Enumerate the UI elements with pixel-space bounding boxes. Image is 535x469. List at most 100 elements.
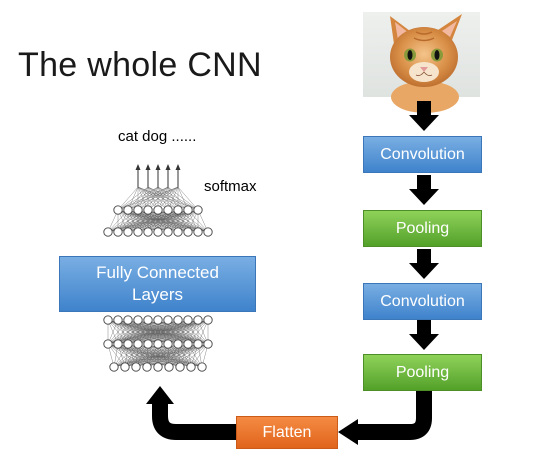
- fc-connection: [107, 319, 179, 345]
- fc-connection: [107, 343, 148, 368]
- fc-connection: [147, 186, 199, 211]
- fc-connection: [107, 319, 209, 345]
- fc-connection: [137, 319, 199, 345]
- fc-connection: [117, 319, 129, 345]
- fc-connection: [127, 186, 169, 211]
- fc-connection: [124, 343, 149, 368]
- fc-connection: [107, 319, 129, 345]
- fc-connection: [167, 343, 181, 368]
- neuron-node: [131, 362, 141, 372]
- neuron-node: [103, 227, 113, 237]
- fc-connection: [117, 319, 129, 345]
- fc-connection: [137, 186, 149, 211]
- fc-connection: [167, 186, 189, 211]
- fc-connection: [157, 343, 169, 368]
- fc-connection: [177, 319, 189, 345]
- fc-connection: [157, 186, 179, 211]
- fc-connection: [157, 209, 199, 233]
- fc-connection: [146, 343, 169, 368]
- fc-connection: [177, 319, 209, 345]
- fc-connection: [127, 186, 139, 211]
- fc-connection: [177, 186, 189, 211]
- fc-connection: [137, 343, 203, 368]
- fc-connection: [107, 319, 189, 345]
- fc-connection: [157, 209, 209, 233]
- fc-connection: [179, 343, 209, 368]
- fc-connection: [137, 319, 159, 345]
- stage-label: Pooling: [395, 219, 450, 237]
- fc-connection: [127, 209, 169, 233]
- fc-connection: [107, 343, 159, 368]
- fc-connection: [117, 209, 199, 233]
- fc-connection: [117, 209, 149, 233]
- fc-connection: [147, 186, 169, 211]
- fc-connection: [107, 319, 139, 345]
- fc-connection: [137, 343, 181, 368]
- fc-connection: [147, 209, 159, 233]
- output-classes-label: cat dog ......: [118, 128, 197, 145]
- neuron-node: [186, 362, 196, 372]
- fc-connection: [137, 343, 192, 368]
- fc-connection: [107, 319, 119, 345]
- fc-connection: [137, 209, 169, 233]
- neuron-node: [143, 315, 153, 325]
- fc-connection: [137, 319, 159, 345]
- fc-connection: [147, 186, 159, 211]
- fc-connection: [117, 186, 169, 211]
- neuron-node: [103, 339, 113, 349]
- fc-connection: [107, 209, 129, 233]
- stage-label: Pooling: [395, 363, 450, 381]
- neuron-node: [123, 227, 133, 237]
- fc-connection: [147, 343, 181, 368]
- softmax-label: softmax: [204, 178, 257, 195]
- fc-connection: [107, 319, 179, 345]
- fc-connection: [137, 186, 159, 211]
- fc-connection: [146, 343, 189, 368]
- fc-connection: [137, 209, 179, 233]
- fc-connection: [157, 343, 203, 368]
- neuron-node: [173, 227, 183, 237]
- fc-connection: [146, 343, 199, 368]
- fc-connection: [127, 319, 169, 345]
- fc-connection: [117, 343, 126, 368]
- neuron-node: [123, 205, 133, 215]
- fc-connection: [137, 209, 189, 233]
- output-arrow-icon: [155, 164, 161, 170]
- fc-connection: [107, 343, 126, 368]
- fc-connection: [135, 343, 179, 368]
- fc-connection: [107, 209, 179, 233]
- neuron-node: [133, 315, 143, 325]
- fc-connection: [127, 209, 189, 233]
- fc-connection: [157, 186, 189, 211]
- fc-connection: [137, 186, 189, 211]
- fc-connection: [187, 343, 203, 368]
- fc-connection: [168, 343, 209, 368]
- fc-connection: [177, 319, 209, 345]
- fc-connection: [167, 343, 170, 368]
- fc-connection: [147, 343, 203, 368]
- fc-connection: [157, 319, 199, 345]
- fc-connection: [147, 186, 169, 211]
- fc-connection: [167, 209, 189, 233]
- fc-connection: [127, 209, 149, 233]
- neuron-node: [103, 315, 113, 325]
- fc-connection: [147, 319, 169, 345]
- fc-connection: [127, 319, 189, 345]
- fc-connection: [117, 319, 189, 345]
- fc-connection: [127, 319, 179, 345]
- fc-connection: [117, 209, 199, 233]
- fc-connection: [127, 319, 199, 345]
- fc-connection: [137, 186, 179, 211]
- fc-connection: [197, 343, 203, 368]
- neuron-node: [123, 339, 133, 349]
- fc-connection: [107, 343, 115, 368]
- fc-connection: [113, 343, 139, 368]
- fc-connection: [157, 319, 189, 345]
- fc-connection: [124, 343, 189, 368]
- fc-connection: [179, 343, 189, 368]
- fc-connection: [147, 186, 179, 211]
- fc-connection: [127, 186, 159, 211]
- fc-connection: [107, 319, 169, 345]
- fc-connection: [127, 209, 199, 233]
- fc-connection: [177, 319, 199, 345]
